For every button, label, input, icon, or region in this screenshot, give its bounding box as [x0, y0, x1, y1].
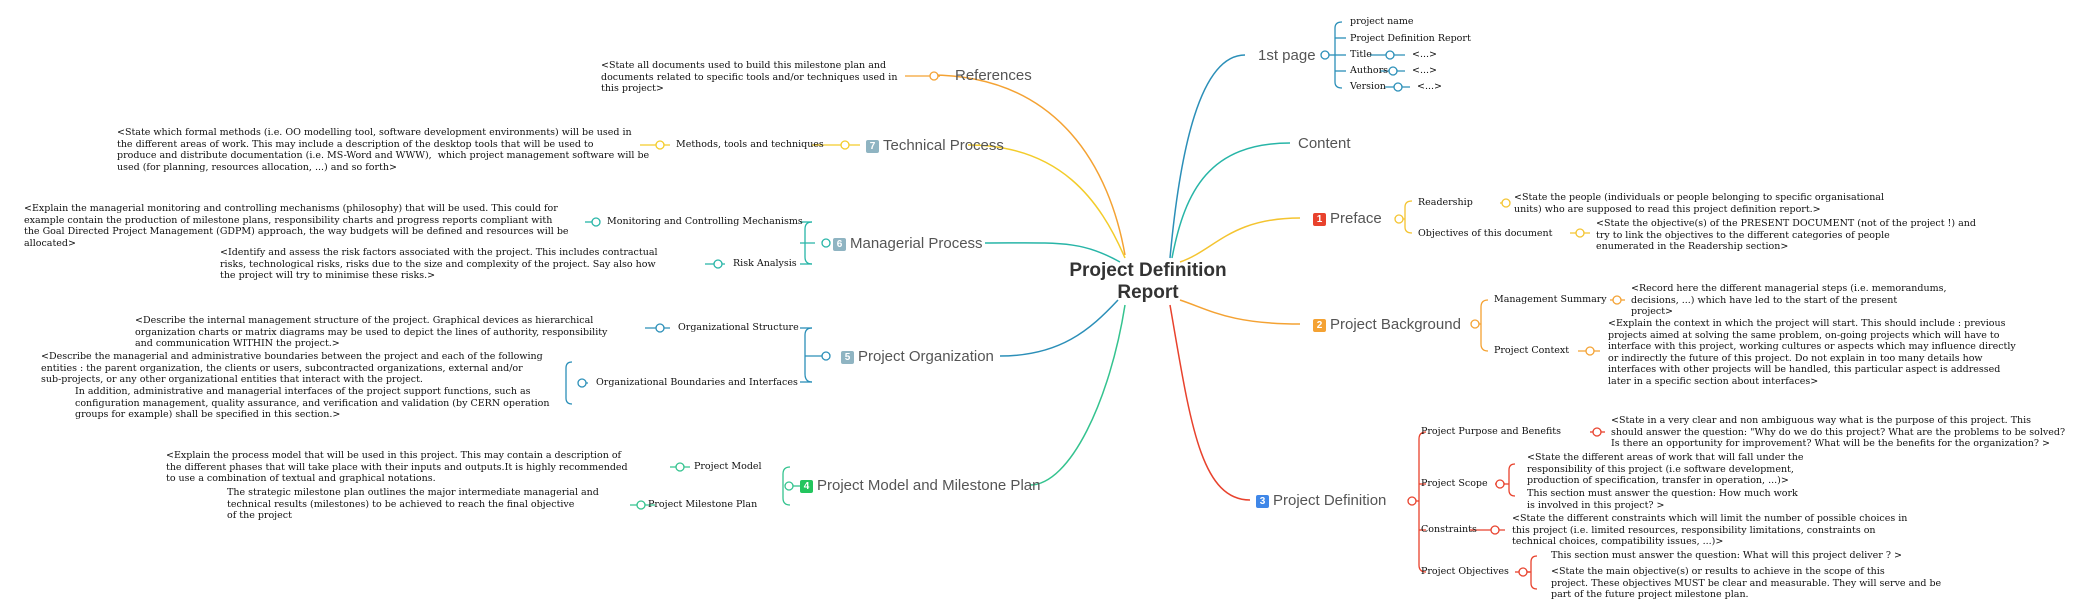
branch-preface	[1179, 217, 1301, 263]
subtopic-methods-tools[interactable]: Methods, tools and techniques	[676, 139, 824, 150]
item-report-name[interactable]: Project Definition Report	[1350, 33, 1471, 44]
subtopic-project-objectives[interactable]: Project Objectives	[1421, 566, 1509, 577]
topic-project-model[interactable]: 4 Project Model and Milestone Plan	[800, 477, 1040, 494]
item-title[interactable]: Title	[1350, 49, 1372, 60]
subtopic-monitoring[interactable]: Monitoring and Controlling Mechanisms	[607, 216, 803, 227]
topic-project-background[interactable]: 2 Project Background	[1313, 316, 1461, 333]
topic-project-organization[interactable]: 5 Project Organization	[841, 348, 994, 365]
branch-technical	[967, 144, 1126, 259]
badge-2: 2	[1313, 319, 1326, 332]
subtopic-readership[interactable]: Readership	[1418, 197, 1473, 208]
topic-first-page[interactable]: 1st page	[1258, 47, 1316, 64]
note-references: <State all documents used to build this …	[601, 60, 898, 94]
item-authors-value[interactable]: <...>	[1412, 65, 1437, 76]
note-purpose-benefits: <State in a very clear and non ambiguous…	[1611, 415, 2066, 449]
note-project-context: <Explain the context in which the projec…	[1608, 318, 2016, 387]
topic-preface-label: Preface	[1330, 210, 1382, 227]
note-org-boundaries-b: In addition, administrative and manageri…	[75, 386, 550, 420]
branch-definition	[1169, 304, 1251, 501]
item-version[interactable]: Version	[1350, 81, 1386, 92]
central-topic-line2: Report	[1117, 282, 1179, 303]
item-version-value[interactable]: <...>	[1417, 81, 1442, 92]
note-project-model: <Explain the process model that will be …	[166, 450, 628, 484]
badge-7: 7	[866, 140, 879, 153]
item-authors[interactable]: Authors	[1350, 65, 1389, 76]
topic-project-background-label: Project Background	[1330, 316, 1461, 333]
badge-1: 1	[1313, 213, 1326, 226]
note-readership: <State the people (individuals or people…	[1514, 192, 1885, 215]
subtopic-org-structure[interactable]: Organizational Structure	[678, 322, 799, 333]
subtopic-org-boundaries[interactable]: Organizational Boundaries and Interfaces	[596, 377, 798, 388]
subtopic-project-context[interactable]: Project Context	[1494, 345, 1570, 356]
note-project-scope-a: <State the different areas of work that …	[1527, 452, 1804, 486]
item-project-name[interactable]: project name	[1350, 16, 1414, 27]
badge-4: 4	[800, 480, 813, 493]
badge-5: 5	[841, 351, 854, 364]
topic-technical-process[interactable]: 7 Technical Process	[866, 137, 1004, 154]
branch-organization	[999, 299, 1119, 357]
topic-managerial-process-label: Managerial Process	[850, 235, 983, 252]
note-org-structure: <Describe the internal management struct…	[135, 315, 608, 349]
badge-6: 6	[833, 238, 846, 251]
subtopic-constraints[interactable]: Constraints	[1421, 524, 1477, 535]
note-objectives-a: This section must answer the question: W…	[1551, 550, 1902, 561]
branch-firstpage	[1169, 54, 1246, 259]
topic-project-definition[interactable]: 3 Project Definition	[1256, 492, 1386, 509]
branch-background	[1179, 299, 1301, 325]
note-objectives-b: <State the main objective(s) or results …	[1551, 566, 1942, 600]
subtopic-project-model[interactable]: Project Model	[694, 461, 762, 472]
topic-project-definition-label: Project Definition	[1273, 492, 1387, 509]
subtopic-purpose-benefits[interactable]: Project Purpose and Benefits	[1421, 426, 1562, 437]
note-objectives-document: <State the objective(s) of the PRESENT D…	[1596, 218, 1976, 252]
topic-project-organization-label: Project Organization	[858, 348, 994, 365]
subtopic-risk-analysis[interactable]: Risk Analysis	[733, 258, 797, 269]
topic-preface[interactable]: 1 Preface	[1313, 210, 1382, 227]
note-monitoring: <Explain the managerial monitoring and c…	[24, 203, 569, 249]
subtopic-management-summary[interactable]: Management Summary	[1494, 294, 1607, 305]
central-topic-line1: Project Definition	[1069, 260, 1227, 281]
branch-references	[929, 74, 1126, 256]
note-management-summary: <Record here the different managerial st…	[1631, 283, 1947, 317]
branch-managerial	[984, 242, 1121, 263]
subtopic-project-scope[interactable]: Project Scope	[1421, 478, 1488, 489]
topic-references[interactable]: References	[955, 67, 1032, 84]
branch-model	[1029, 304, 1126, 486]
item-title-value[interactable]: <...>	[1412, 49, 1437, 60]
topic-references-label: References	[955, 67, 1032, 84]
topic-project-model-label: Project Model and Milestone Plan	[817, 477, 1041, 494]
central-topic[interactable]: Project Definition Report	[1063, 260, 1233, 304]
note-project-scope-b: This section must answer the question: H…	[1527, 488, 1798, 511]
subtopic-milestone-plan[interactable]: Project Milestone Plan	[648, 499, 758, 510]
branch-content	[1171, 142, 1291, 259]
badge-3: 3	[1256, 495, 1269, 508]
topic-content[interactable]: Content	[1298, 135, 1351, 152]
note-milestone-plan: The strategic milestone plan outlines th…	[227, 487, 599, 521]
note-constraints: <State the different constraints which w…	[1512, 513, 1908, 547]
note-technical: <State which formal methods (i.e. OO mod…	[117, 127, 650, 173]
note-risk-analysis: <Identify and assess the risk factors as…	[220, 247, 658, 281]
subtopic-objectives-document[interactable]: Objectives of this document	[1418, 228, 1553, 239]
topic-technical-process-label: Technical Process	[883, 137, 1004, 154]
note-org-boundaries-a: <Describe the managerial and administrat…	[41, 351, 543, 385]
topic-managerial-process[interactable]: 6 Managerial Process	[833, 235, 983, 252]
